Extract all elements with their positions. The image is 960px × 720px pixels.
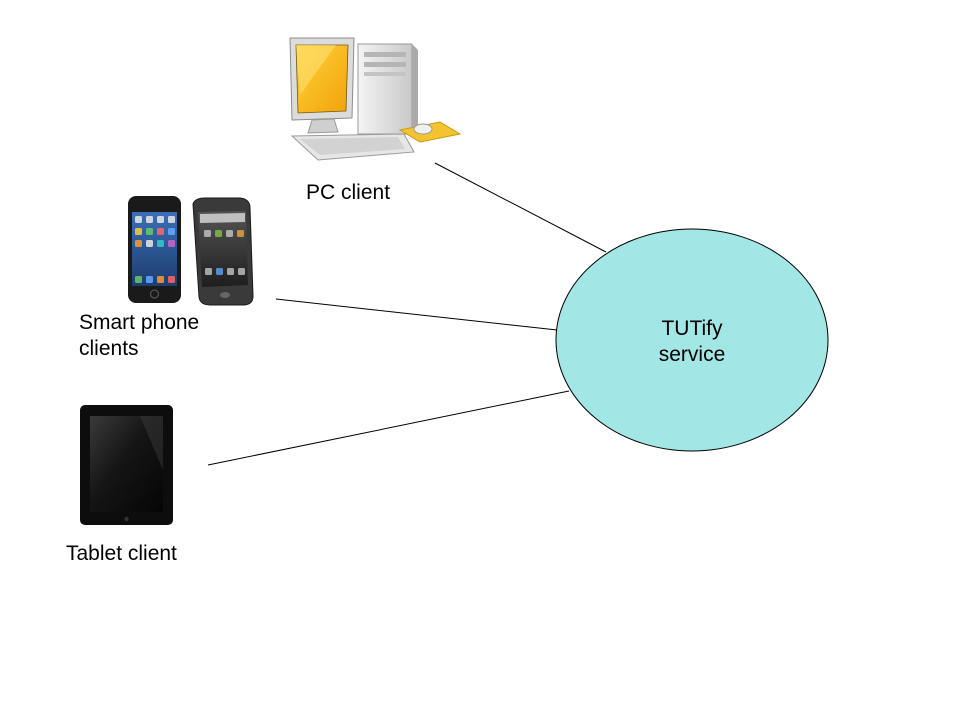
smart-phone-label-line1: Smart phone	[79, 311, 200, 334]
edge-pc-service	[434, 162, 607, 253]
service-label-line2: service	[658, 343, 726, 366]
edge-phones-service	[275, 298, 558, 331]
pc-client-label: PC client	[306, 181, 391, 204]
smart-phone-label-line2: clients	[79, 337, 139, 360]
iphone-icon	[128, 196, 181, 303]
service-node	[555, 228, 829, 452]
service-label-line1: TUTify	[661, 317, 723, 340]
service-label: TUTify service	[632, 316, 752, 368]
smart-phone-clients-label: Smart phone clients	[79, 310, 199, 362]
tablet-client-label: Tablet client	[66, 542, 177, 565]
tablet-icon	[80, 405, 173, 525]
edge-tablet-service	[207, 390, 570, 466]
desktop-computer-icon	[289, 37, 462, 161]
android-phone-icon	[192, 197, 254, 306]
